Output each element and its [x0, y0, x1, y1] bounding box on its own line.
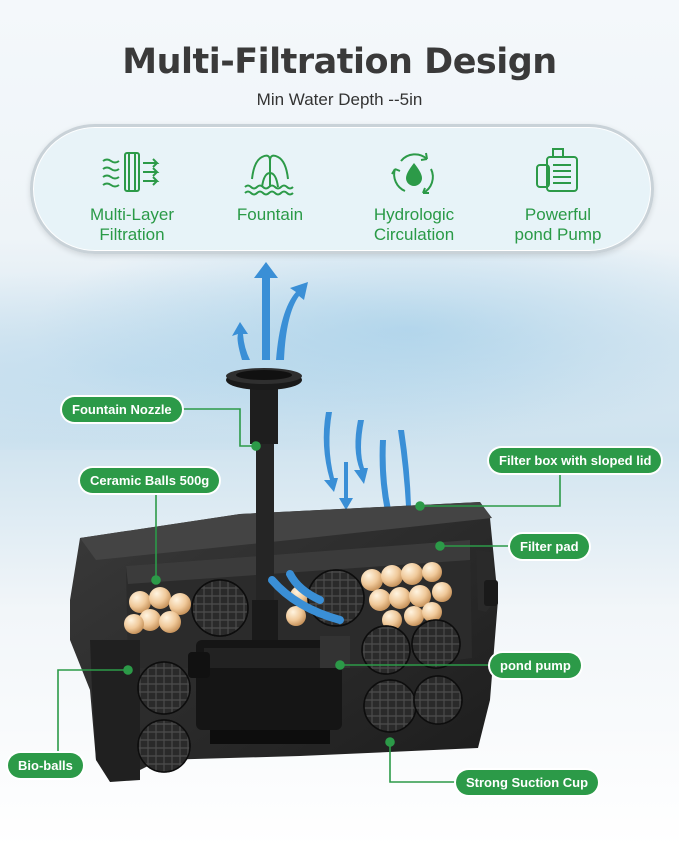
- callout-filter-box: Filter box with sloped lid: [489, 448, 662, 473]
- fountain-icon: [244, 154, 294, 196]
- callout-leader-lines: [57, 408, 561, 783]
- callout-suction-cup: Strong Suction Cup: [456, 770, 599, 795]
- filtration-layers-icon: [102, 152, 160, 192]
- callout-bio-balls: Bio-balls: [8, 753, 83, 778]
- water-cycle-icon: [391, 152, 434, 194]
- feature-label: Hydrologic Circulation: [373, 205, 455, 244]
- pump-icon: [536, 148, 578, 192]
- pond-pump: [188, 636, 350, 744]
- bio-balls: [137, 569, 463, 773]
- page-subtitle: Min Water Depth --5in: [256, 90, 423, 109]
- fountain-nozzle-assembly: [226, 368, 302, 640]
- feature-label: Multi-Layer Filtration: [89, 205, 175, 244]
- feature-powerful-pond-pump: Powerful pond Pump: [488, 147, 628, 245]
- callout-filter-pad: Filter pad: [510, 534, 589, 559]
- callout-fountain-nozzle: Fountain Nozzle: [62, 397, 182, 422]
- ceramic-balls: [124, 562, 452, 634]
- callout-ceramic-balls: Ceramic Balls 500g: [80, 468, 220, 493]
- circulation-arrows: [268, 570, 344, 624]
- feature-panel: Multi-Layer Filtration Fountain: [30, 124, 654, 254]
- feature-label: Fountain: [236, 205, 304, 224]
- feature-multi-layer-filtration: Multi-Layer Filtration: [62, 147, 202, 245]
- water-flow-arrows: [232, 262, 414, 530]
- page-title: Multi-Filtration Design: [122, 42, 557, 82]
- feature-label: Powerful pond Pump: [514, 205, 602, 244]
- feature-hydrologic-circulation: Hydrologic Circulation: [344, 147, 484, 245]
- callout-pond-pump: pond pump: [490, 653, 581, 678]
- feature-fountain: Fountain: [200, 147, 340, 225]
